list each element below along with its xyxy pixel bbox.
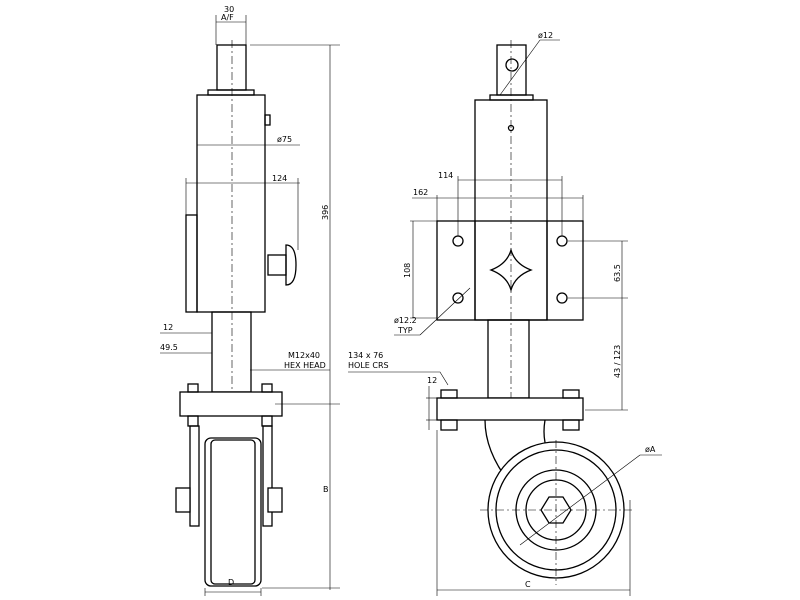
hole-dia: ø12.2 — [394, 316, 417, 325]
handle-knob — [267, 244, 297, 286]
af-dim: 30 — [224, 5, 234, 14]
dim-49-5: 49.5 — [160, 343, 178, 352]
bolt-note: M12x40 — [288, 351, 320, 360]
fork-leg-left — [189, 425, 200, 527]
wheel — [204, 437, 262, 587]
fork-leg-right — [262, 425, 273, 527]
dim-114: 114 — [438, 171, 453, 180]
dim-63-5: 63.5 — [613, 264, 622, 282]
stem-tube — [211, 311, 252, 393]
axle-nut — [175, 487, 191, 513]
side-plate — [185, 214, 198, 313]
dim-12: 12 — [427, 376, 437, 385]
a-dim: øA — [645, 445, 656, 454]
width-dim: 124 — [272, 174, 287, 183]
jack-body — [196, 94, 266, 313]
dim-12: 12 — [163, 323, 173, 332]
body-dia-dim: ø75 — [277, 135, 292, 144]
hole-crs: 134 x 76 — [348, 351, 383, 360]
mounting-plate — [179, 391, 283, 417]
hole-crs-2: HOLE CRS — [348, 361, 389, 370]
bolt-note-2: HEX HEAD — [284, 361, 326, 370]
grease-nipple — [264, 114, 271, 126]
pin-hole — [505, 58, 519, 72]
b-dim: B — [323, 485, 329, 494]
side-view: 30 A/F ø75 124 396 B 12 49.5 M12x40 HEX … — [160, 5, 340, 596]
af-label: A/F — [221, 13, 234, 22]
dim-108: 108 — [403, 263, 412, 278]
base-plate — [436, 397, 584, 421]
collar — [207, 89, 255, 96]
hex-shaft — [216, 44, 247, 91]
pin-shaft — [496, 44, 527, 96]
dim-43-123: 43 / 123 — [613, 345, 622, 378]
dim-162: 162 — [413, 188, 428, 197]
front-view: ø12 114 162 108 63.5 43 / 123 ø12.2 TYP … — [348, 31, 662, 596]
stem-tube — [487, 319, 530, 399]
c-dim: C — [525, 580, 531, 589]
d-dim: D — [228, 578, 234, 587]
star-cutout — [489, 247, 533, 293]
height-dim: 396 — [321, 205, 330, 220]
hole-typ: TYP — [397, 326, 413, 335]
pin-dia-dim: ø12 — [538, 31, 553, 40]
